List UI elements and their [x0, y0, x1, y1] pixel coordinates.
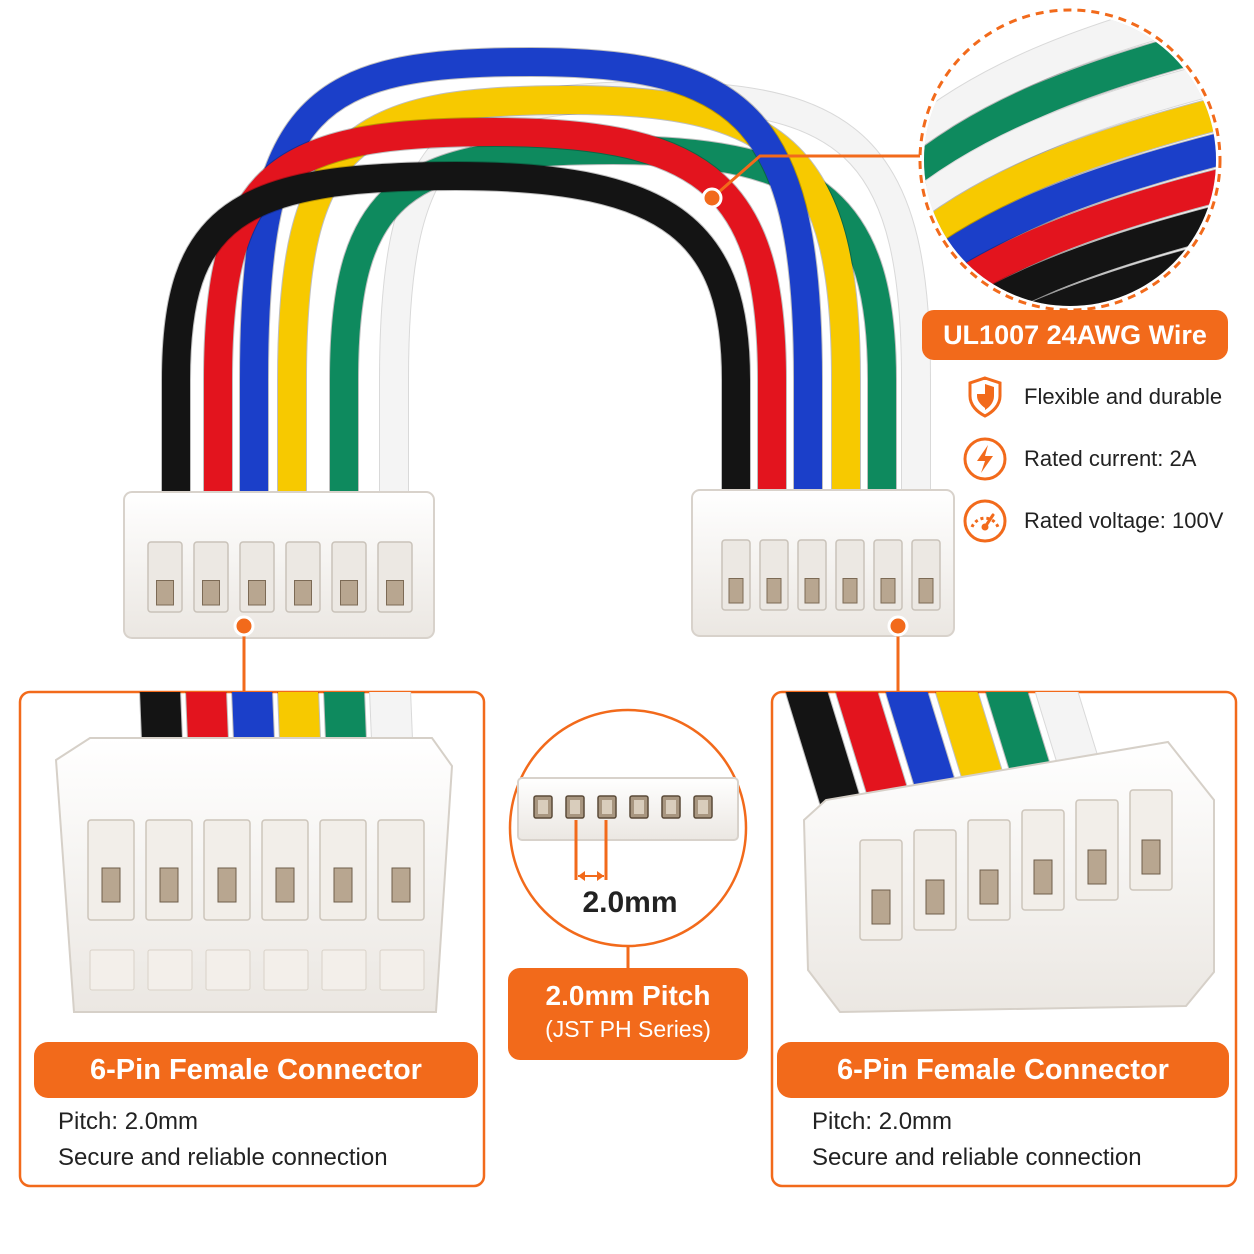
left-panel-pin-3 — [217, 867, 237, 903]
left-panel-title: 6-Pin Female Connector — [34, 1042, 478, 1098]
left-panel-foot-4 — [263, 949, 309, 991]
right-connector-pin-2 — [766, 578, 782, 604]
right-panel-pin-2 — [925, 879, 945, 915]
right-connector — [691, 489, 955, 637]
right-panel-pin-6 — [1141, 839, 1161, 875]
zoom-wire-3 — [924, 56, 1216, 238]
left-panel-foot-3 — [205, 949, 251, 991]
pitch-badge: 2.0mm Pitch (JST PH Series) — [508, 968, 748, 1060]
right-panel-pin-5 — [1087, 849, 1107, 885]
left-connector-pin-1 — [156, 580, 174, 606]
left-connector-pin-3 — [248, 580, 266, 606]
left-connector-pin-6 — [386, 580, 404, 606]
left-panel-pin-6 — [391, 867, 411, 903]
right-connector-pin-3 — [804, 578, 820, 604]
left-leader-dot — [233, 615, 255, 637]
wire-2 — [204, 117, 786, 506]
pitch-title: 2.0mm Pitch — [545, 980, 711, 1011]
right-panel-pin-1 — [871, 889, 891, 925]
right-panel-title: 6-Pin Female Connector — [777, 1042, 1229, 1098]
left-connector-pin-5 — [340, 580, 358, 606]
zoom-wire-7 — [924, 200, 1216, 306]
left-panel-foot-6 — [379, 949, 425, 991]
left-panel-description: Secure and reliable connection — [58, 1144, 388, 1171]
right-panel-pitch: Pitch: 2.0mm — [812, 1108, 953, 1135]
left-panel-pitch: Pitch: 2.0mm — [58, 1108, 199, 1135]
gauge-icon — [963, 499, 1007, 543]
feature-voltage-label: Rated voltage: 100V — [1024, 508, 1224, 533]
left-panel-foot-2 — [147, 949, 193, 991]
right-panel-pin-3 — [979, 869, 999, 905]
right-panel-description: Secure and reliable connection — [812, 1144, 1142, 1171]
right-connector-pin-1 — [728, 578, 744, 604]
left-panel-pin-1 — [101, 867, 121, 903]
wire-leader-dot — [701, 187, 723, 209]
right-connector-pin-5 — [880, 578, 896, 604]
wire-4 — [278, 85, 860, 506]
shield-icon — [968, 376, 1002, 418]
feature-flexible-label: Flexible and durable — [1024, 384, 1223, 409]
pitch-detail-circle — [508, 708, 748, 968]
feature-voltage: Rated voltage: 100V — [960, 496, 1250, 546]
left-panel-foot-5 — [321, 949, 367, 991]
right-leader-dot — [887, 615, 909, 637]
wire-1 — [162, 161, 750, 506]
wire-bundle — [161, 46, 931, 507]
left-panel-foot-1 — [89, 949, 135, 991]
left-connector-pin-2 — [202, 580, 220, 606]
right-connector-pin-4 — [842, 578, 858, 604]
right-connector-pin-6 — [918, 578, 934, 604]
feature-current-label: Rated current: 2A — [1024, 446, 1197, 471]
wire-spec-badge: UL1007 24AWG Wire — [922, 310, 1228, 360]
left-panel-pin-4 — [275, 867, 295, 903]
left-panel-pin-5 — [333, 867, 353, 903]
pitch-dimension-label: 2.0mm — [582, 886, 678, 919]
wire-leader-line — [711, 154, 920, 200]
left-connector — [123, 491, 435, 639]
pitch-subtitle: (JST PH Series) — [545, 1016, 711, 1042]
feature-current: Rated current: 2A — [960, 434, 1250, 484]
left-connector-pin-4 — [294, 580, 312, 606]
left-panel-pin-2 — [159, 867, 179, 903]
lightning-icon — [963, 437, 1007, 481]
feature-flexible: Flexible and durable — [960, 372, 1250, 422]
right-panel-pin-4 — [1033, 859, 1053, 895]
